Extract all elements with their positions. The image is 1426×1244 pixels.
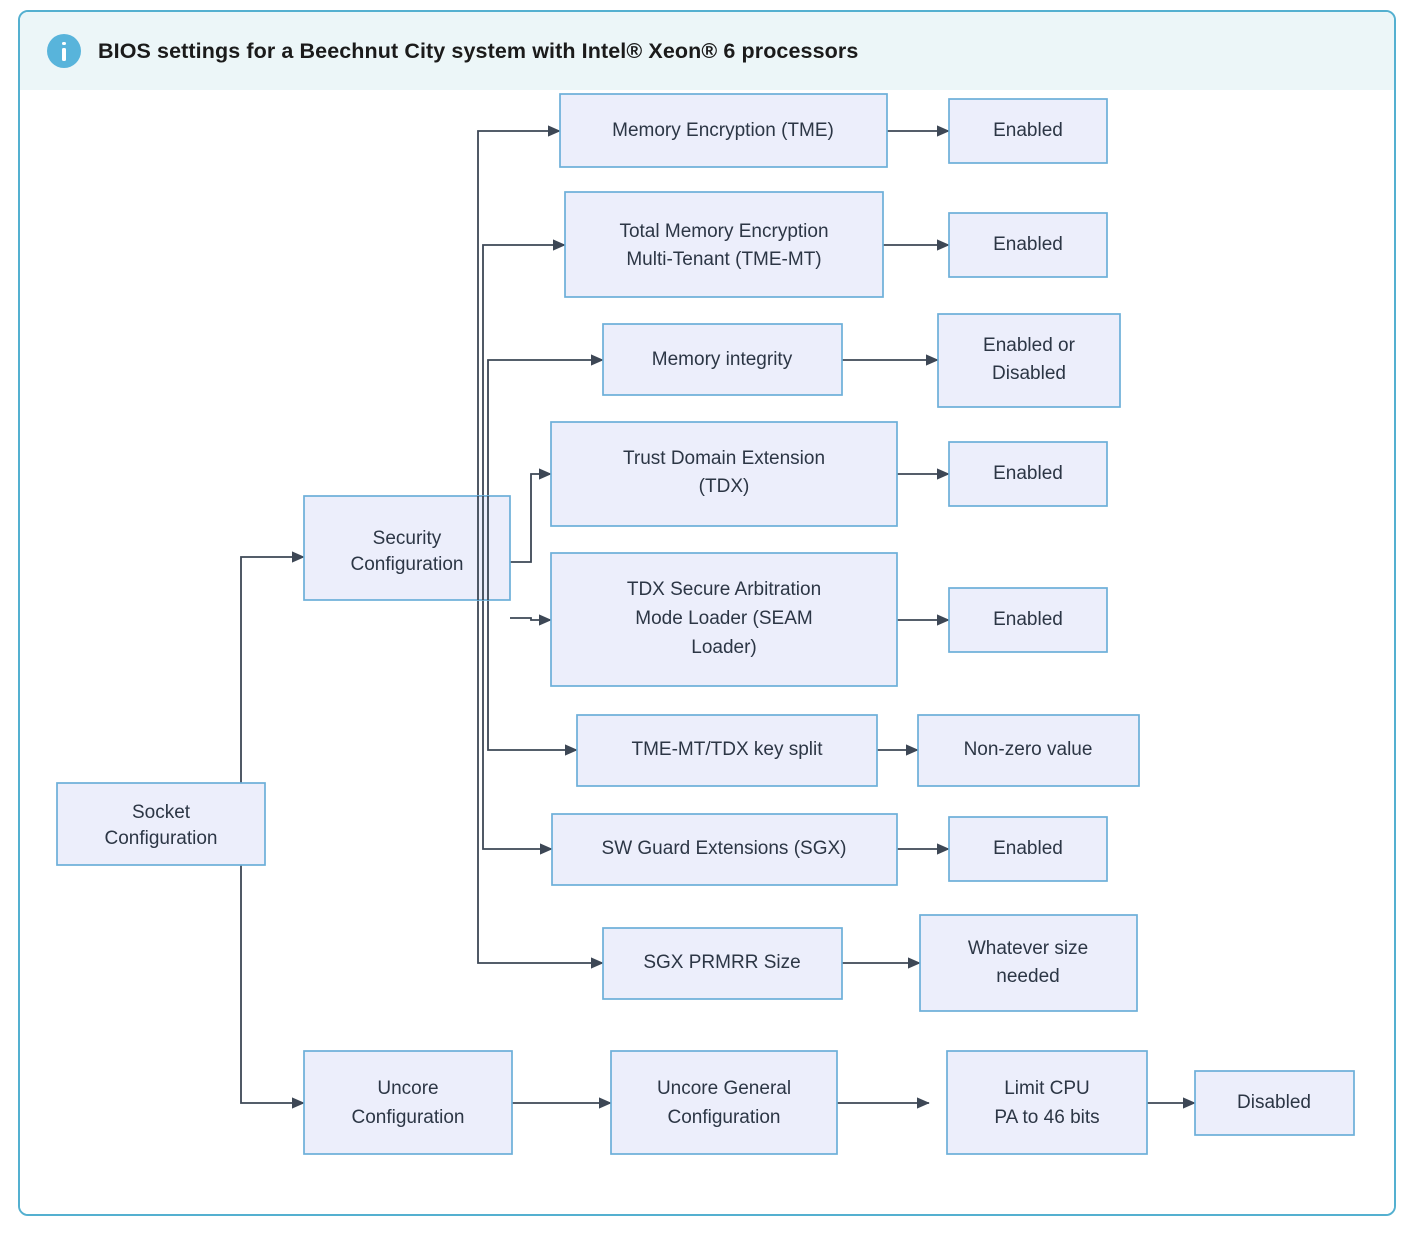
node-label: Enabled [993,463,1063,484]
flowchart-canvas: Socket Configuration Security Configurat… [20,90,1394,1214]
node-sw-guard-extensions-sgx[interactable]: SW Guard Extensions (SGX) [551,813,898,886]
node-label: Enabled [993,609,1063,630]
node-label: SGX PRMRR Size [643,952,800,973]
node-socket-configuration[interactable]: Socket Configuration [56,782,266,866]
node-label: Enabled [993,120,1063,141]
node-sgx-prmrr-size[interactable]: SGX PRMRR Size [602,927,843,1000]
node-uncore-general-configuration[interactable]: Uncore General Configuration [610,1050,838,1155]
node-label: Uncore [377,1078,438,1099]
node-limit-cpu-pa-46-bits[interactable]: Limit CPU PA to 46 bits [946,1050,1148,1155]
node-limit-cpu-pa-46-bits-value[interactable]: Disabled [1194,1070,1355,1136]
node-label: TME-MT/TDX key split [631,739,823,760]
node-label: Multi-Tenant (TME-MT) [626,249,821,270]
node-label: Disabled [1237,1092,1311,1113]
info-icon [47,34,81,68]
node-label: Trust Domain Extension [623,448,825,469]
node-label: Mode Loader (SEAM [635,608,812,629]
node-label: TDX Secure Arbitration [627,579,821,600]
node-tdx-seam-loader-value[interactable]: Enabled [948,587,1108,653]
flowchart-svg: Socket Configuration Security Configurat… [56,93,1355,1155]
node-memory-encryption-tme[interactable]: Memory Encryption (TME) [559,93,888,168]
node-trust-domain-extension-tdx-value[interactable]: Enabled [948,441,1108,507]
node-label: Configuration [350,554,463,575]
node-label: Enabled or [983,335,1076,356]
edge-security-to-sgx [482,589,553,855]
node-label: Limit CPU [1004,1078,1090,1099]
node-label: Configuration [351,1107,464,1128]
node-label: Enabled [993,234,1063,255]
node-label: Total Memory Encryption [619,221,828,242]
node-memory-encryption-tme-value[interactable]: Enabled [948,98,1108,164]
node-label: Memory integrity [652,349,793,370]
node-tdx-seam-loader[interactable]: TDX Secure Arbitration Mode Loader (SEAM… [550,552,898,687]
edge-security-to-seam-loader [510,614,552,626]
node-label: Configuration [104,828,217,849]
node-uncore-configuration[interactable]: Uncore Configuration [303,1050,513,1155]
node-label: Enabled [993,838,1063,859]
node-tme-mt-tdx-key-split[interactable]: TME-MT/TDX key split [576,714,878,787]
node-label: Loader) [691,637,757,658]
node-memory-integrity-value[interactable]: Enabled or Disabled [937,313,1121,408]
node-label: PA to 46 bits [994,1107,1099,1128]
node-label: (TDX) [699,476,750,497]
node-label: Disabled [992,363,1066,384]
node-sw-guard-extensions-sgx-value[interactable]: Enabled [948,816,1108,882]
node-label: Whatever size [968,938,1088,959]
edge-security-to-tdx [510,468,552,563]
bios-settings-note-card: BIOS settings for a Beechnut City system… [18,10,1396,1216]
node-label: needed [996,966,1059,987]
node-label: Configuration [667,1107,780,1128]
node-label: Security [373,528,442,549]
node-trust-domain-extension-tdx[interactable]: Trust Domain Extension (TDX) [550,421,898,527]
node-label: Memory Encryption (TME) [612,120,834,141]
node-label: SW Guard Extensions (SGX) [602,838,847,859]
node-tme-mt-tdx-key-split-value[interactable]: Non-zero value [917,714,1140,787]
node-label: Non-zero value [964,739,1093,760]
node-total-memory-encryption-tme-mt[interactable]: Total Memory Encryption Multi-Tenant (TM… [564,191,884,298]
node-sgx-prmrr-size-value[interactable]: Whatever size needed [919,914,1138,1012]
page-title: BIOS settings for a Beechnut City system… [98,38,859,63]
node-memory-integrity[interactable]: Memory integrity [602,323,843,396]
node-label: Socket [132,802,191,823]
edge-overlay-layer [477,496,489,600]
node-layer: Socket Configuration Security Configurat… [56,93,1355,1155]
node-security-configuration[interactable]: Security Configuration [303,495,511,601]
node-label: Uncore General [657,1078,791,1099]
node-total-memory-encryption-tme-mt-value[interactable]: Enabled [948,212,1108,278]
note-header: BIOS settings for a Beechnut City system… [20,12,1394,90]
